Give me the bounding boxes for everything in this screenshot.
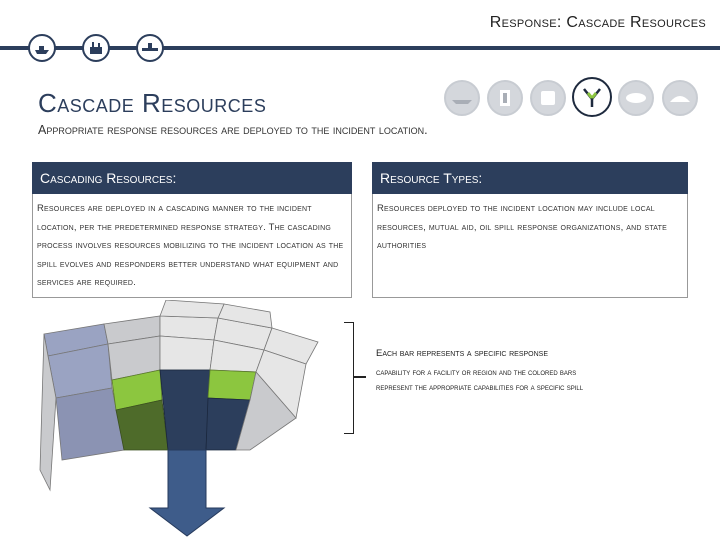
fan-bar-5-lower bbox=[235, 371, 297, 451]
diagram-bracket-tick bbox=[354, 376, 366, 378]
phase-3-icon[interactable] bbox=[530, 80, 566, 116]
header-title: Response: Cascade Resources bbox=[489, 14, 706, 31]
phase-2-icon[interactable] bbox=[487, 80, 523, 116]
refinery-icon[interactable] bbox=[82, 34, 110, 62]
resource-types-box: Resource Types: Resources deployed to th… bbox=[372, 162, 688, 298]
cascade-fan-diagram bbox=[39, 300, 319, 537]
cascading-resources-heading: Cascading Resources: bbox=[32, 162, 352, 194]
resource-types-text: Resources deployed to the incident locat… bbox=[377, 203, 668, 251]
diagram-bracket bbox=[344, 322, 354, 434]
fan-bar-3-navy bbox=[159, 369, 211, 451]
pipeline-icon[interactable] bbox=[136, 34, 164, 62]
header-rule bbox=[0, 46, 720, 50]
ship-icon[interactable] bbox=[28, 34, 56, 62]
diagram-note-lead: Each bar represents a specific response bbox=[376, 348, 549, 359]
resource-types-heading: Resource Types: bbox=[372, 162, 688, 194]
cascading-resources-text: Resources are deployed in a cascading ma… bbox=[37, 203, 344, 288]
phase-6-icon[interactable] bbox=[662, 80, 698, 116]
fan-bar-3-face bbox=[159, 335, 215, 371]
fan-bar-1-lower bbox=[55, 387, 125, 461]
diagram-note-body: capability for a facility or region and … bbox=[376, 368, 584, 392]
cascade-icon[interactable] bbox=[572, 77, 612, 117]
cascading-resources-box: Cascading Resources: Resources are deplo… bbox=[32, 162, 352, 298]
fan-bar-6-face bbox=[159, 300, 225, 319]
phase-5-icon[interactable] bbox=[618, 80, 654, 116]
fan-bar-4-green bbox=[207, 369, 257, 401]
fan-bar-1-side bbox=[39, 333, 57, 492]
phase-1-icon[interactable] bbox=[444, 80, 480, 116]
page-subtitle: Appropriate response resources are deplo… bbox=[38, 123, 428, 137]
cascade-arrow bbox=[148, 449, 226, 537]
page-title: Cascade Resources bbox=[38, 88, 267, 118]
